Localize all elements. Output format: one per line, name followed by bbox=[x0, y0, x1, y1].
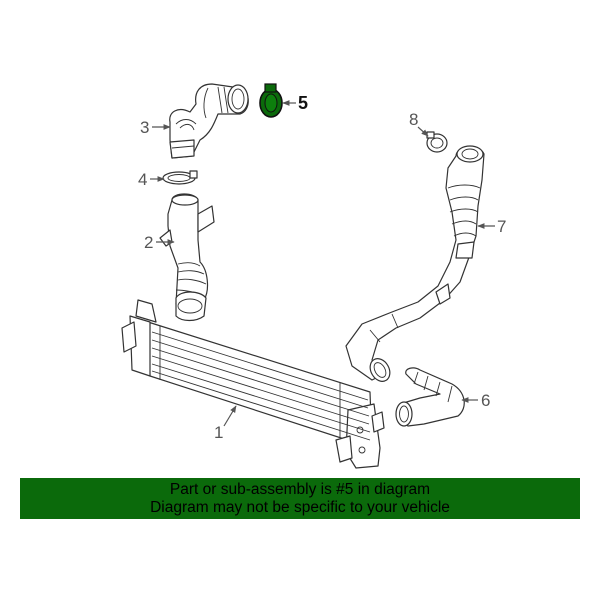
callout-8: 8 bbox=[409, 110, 429, 137]
inlet-duct-part bbox=[159, 193, 215, 322]
callout-4: 4 bbox=[138, 170, 165, 189]
callout-label-4: 4 bbox=[138, 170, 147, 189]
info-banner: Part or sub-assembly is #5 in diagram Di… bbox=[20, 478, 580, 519]
callout-label-3: 3 bbox=[140, 118, 149, 137]
clamp-8-part bbox=[426, 131, 448, 153]
callout-2: 2 bbox=[144, 233, 175, 252]
outlet-hose-part bbox=[395, 367, 465, 427]
callout-label-8: 8 bbox=[409, 110, 418, 129]
callout-7: 7 bbox=[477, 217, 506, 236]
intercooler-part bbox=[121, 299, 385, 469]
banner-line-1: Part or sub-assembly is #5 in diagram bbox=[169, 480, 431, 498]
callout-label-6: 6 bbox=[481, 391, 490, 410]
callout-label-5: 5 bbox=[298, 93, 308, 113]
callout-label-1: 1 bbox=[214, 423, 223, 442]
clamp-5-part bbox=[259, 83, 283, 118]
callout-3: 3 bbox=[140, 118, 171, 137]
upper-hose-part bbox=[169, 83, 249, 159]
banner-line-2: Diagram may not be specific to your vehi… bbox=[150, 498, 450, 516]
callout-label-7: 7 bbox=[497, 217, 506, 236]
callout-label-2: 2 bbox=[144, 233, 153, 252]
clamp-4-part bbox=[162, 170, 198, 185]
callout-1: 1 bbox=[214, 405, 237, 442]
callout-6: 6 bbox=[461, 391, 490, 410]
outlet-tube-part bbox=[345, 145, 485, 382]
callout-5: 5 bbox=[282, 93, 308, 113]
